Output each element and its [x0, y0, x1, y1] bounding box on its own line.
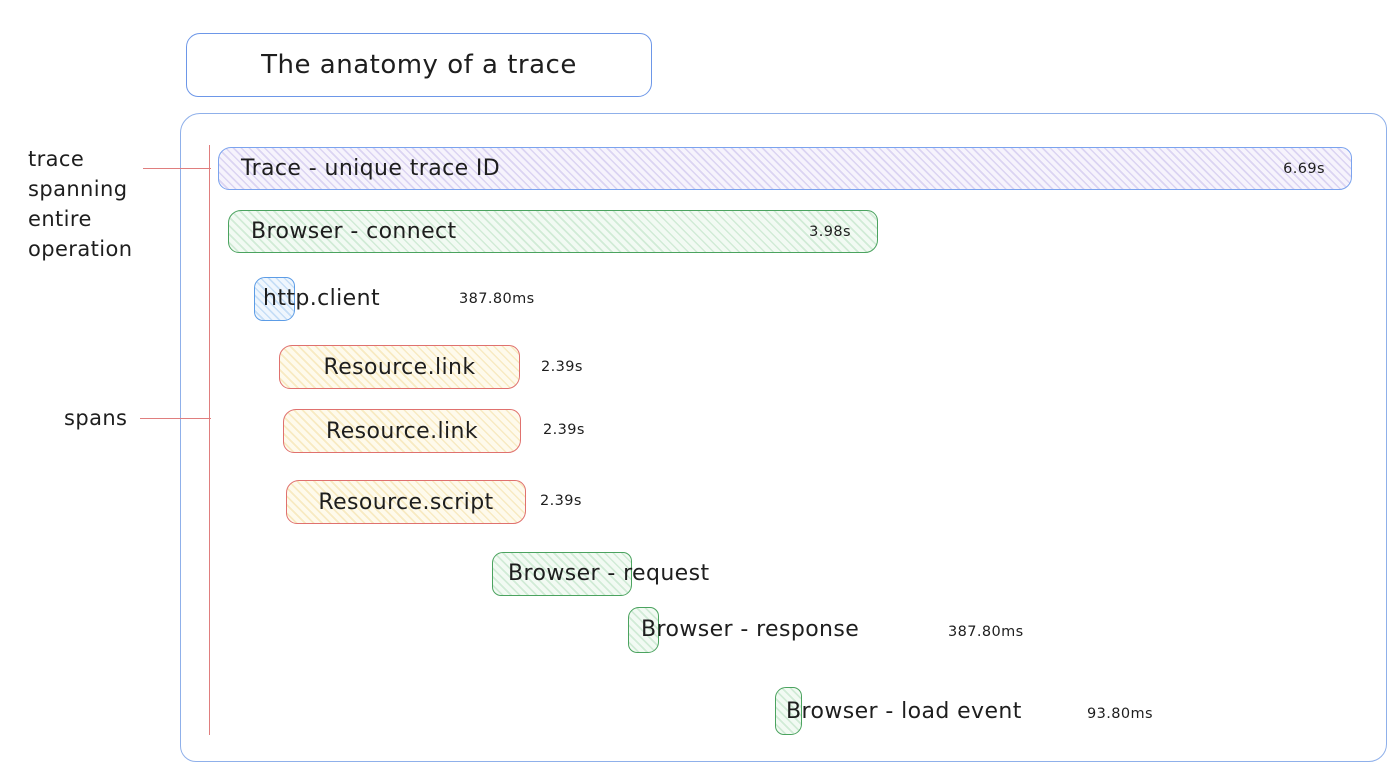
resource-link-span-label: Resource.link [323, 354, 476, 380]
annotation-spans-connector-line [140, 418, 211, 419]
browser-load-event-span-label: Browser - load event [786, 699, 1022, 724]
browser-request-span-label: Browser - request [508, 561, 710, 586]
http-client-span-duration: 387.80ms [459, 291, 535, 307]
resource-link-span-duration: 2.39s [541, 359, 583, 375]
annotation-trace-connector-line [143, 168, 211, 169]
trace-span-duration: 6.69s [1283, 160, 1325, 177]
spans-bracket-vertical-line [209, 145, 210, 735]
resource-link-span-box: Resource.link [283, 409, 521, 453]
browser-connect-span-duration: 3.98s [809, 223, 851, 240]
browser-connect-span-bar: Browser - connect 3.98s [228, 210, 878, 253]
annotation-trace-spanning: trace spanning entire operation [28, 147, 133, 261]
title-box: The anatomy of a trace [186, 33, 652, 97]
browser-response-span-label: Browser - response [641, 617, 860, 642]
browser-response-span-duration: 387.80ms [948, 624, 1024, 640]
resource-link-span-duration: 2.39s [543, 422, 585, 438]
browser-load-event-span-box [775, 687, 802, 735]
resource-script-span-label: Resource.script [318, 489, 494, 515]
resource-script-span-duration: 2.39s [540, 493, 582, 509]
http-client-span-box [254, 277, 295, 321]
trace-span-bar: Trace - unique trace ID 6.69s [218, 147, 1352, 190]
resource-script-span-box: Resource.script [286, 480, 526, 524]
browser-connect-span-label: Browser - connect [251, 219, 457, 244]
trace-container-box [180, 113, 1387, 762]
resource-link-span-box: Resource.link [279, 345, 520, 389]
browser-response-span-box [628, 607, 659, 653]
http-client-span-label: http.client [263, 286, 380, 311]
annotation-spans: spans [64, 406, 128, 430]
browser-request-span-box [492, 552, 632, 596]
browser-load-event-span-duration: 93.80ms [1087, 706, 1153, 722]
resource-link-span-label: Resource.link [326, 418, 478, 444]
trace-span-label: Trace - unique trace ID [241, 156, 501, 181]
diagram-title: The anatomy of a trace [261, 50, 577, 80]
